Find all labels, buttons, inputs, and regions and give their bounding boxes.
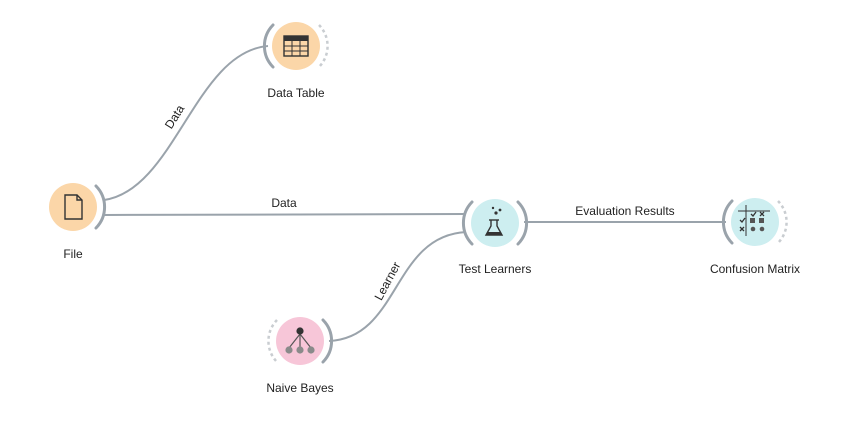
- link-label-naive-bayes-to-test-learners: Learner: [372, 260, 404, 303]
- node-test-learners[interactable]: Test Learners: [459, 199, 532, 276]
- node-data-table-label: Data Table: [267, 86, 324, 100]
- link-file-to-data-table[interactable]: [103, 45, 269, 201]
- node-test-learners-input-anchor[interactable]: [461, 200, 474, 246]
- file-icon: [64, 194, 83, 220]
- node-file[interactable]: File: [49, 183, 107, 261]
- node-test-learners-label: Test Learners: [459, 262, 532, 276]
- node-confusion-matrix[interactable]: Confusion Matrix: [710, 198, 800, 276]
- node-file-output-anchor[interactable]: [94, 184, 107, 230]
- link-naive-bayes-to-test-learners[interactable]: [328, 231, 467, 342]
- node-naive-bayes-label: Naive Bayes: [266, 381, 333, 395]
- link-label-file-to-test-learners: Data: [271, 196, 297, 210]
- link-label-file-to-data-table: Data: [162, 102, 187, 131]
- node-naive-bayes[interactable]: Naive Bayes: [266, 317, 334, 395]
- node-naive-bayes-output-anchor[interactable]: [321, 318, 334, 364]
- node-test-learners-circle[interactable]: [471, 199, 519, 247]
- node-confusion-matrix-input-anchor[interactable]: [721, 199, 734, 245]
- confusion-matrix-icon: [738, 205, 770, 236]
- node-confusion-matrix-output-anchor[interactable]: [777, 200, 788, 244]
- node-test-learners-output-anchor[interactable]: [516, 200, 529, 246]
- node-data-table[interactable]: Data Table: [262, 22, 329, 100]
- node-data-table-output-anchor[interactable]: [318, 24, 329, 68]
- table-icon: [283, 35, 309, 57]
- node-naive-bayes-input-anchor[interactable]: [267, 319, 278, 363]
- link-file-to-test-learners[interactable]: [103, 213, 467, 216]
- node-confusion-matrix-label: Confusion Matrix: [710, 262, 800, 276]
- node-data-table-input-anchor[interactable]: [262, 23, 275, 69]
- link-label-test-learners-to-confusion-matrix: Evaluation Results: [575, 204, 674, 218]
- flask-icon: [484, 206, 504, 236]
- node-file-circle[interactable]: [49, 183, 97, 231]
- node-file-label: File: [63, 247, 83, 261]
- naive-bayes-icon: [285, 327, 315, 354]
